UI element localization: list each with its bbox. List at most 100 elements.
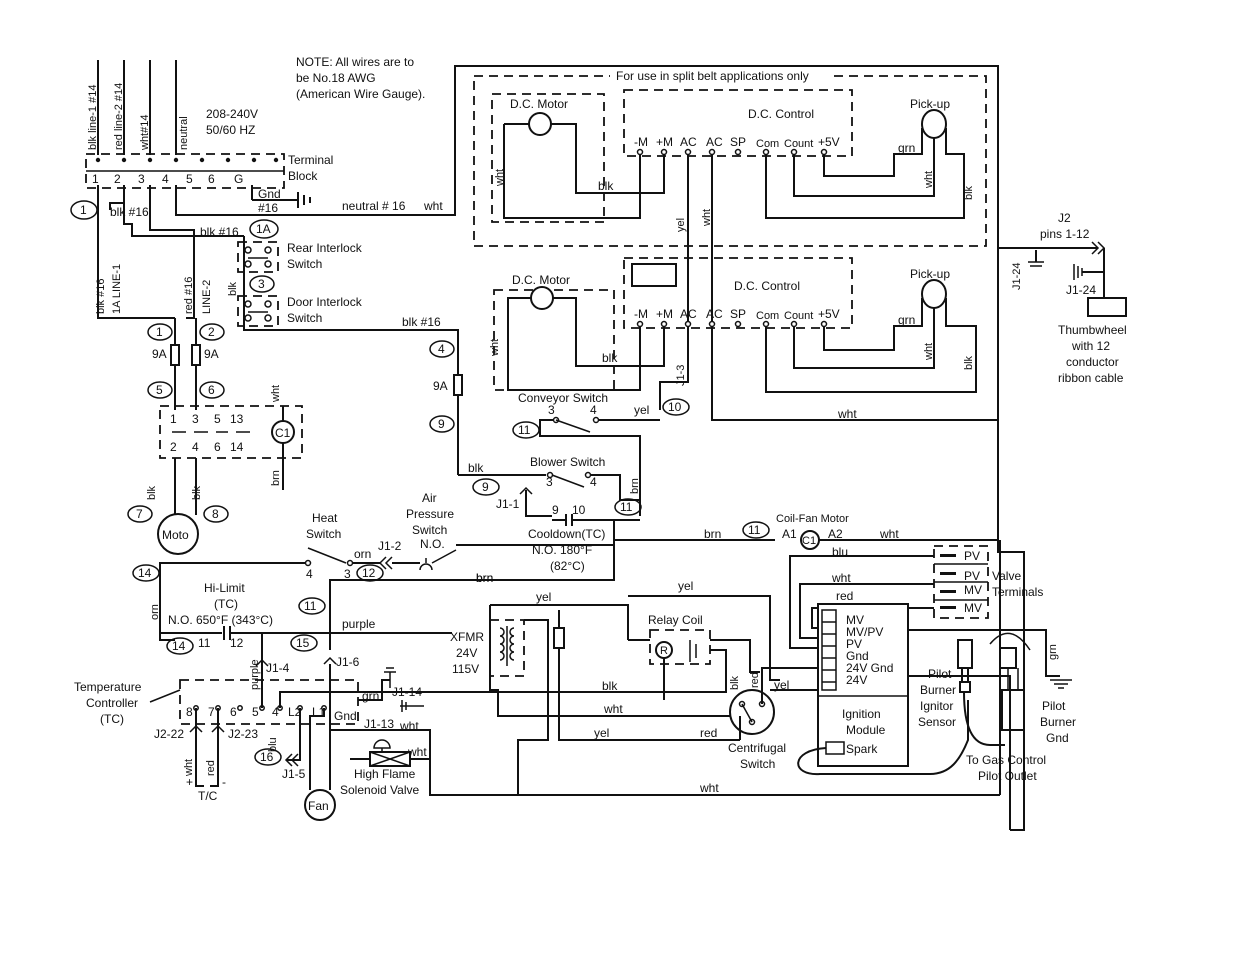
svg-text:16: 16 bbox=[260, 750, 274, 764]
svg-text:6: 6 bbox=[208, 383, 215, 397]
centrifugal-switch: blk red yel Centrifugal Switch bbox=[728, 667, 822, 771]
tc-sensor: T/C bbox=[198, 789, 218, 803]
conveyor-switch: Conveyor Switch 3 4 yel bbox=[518, 391, 660, 500]
wire-wht-tc: wht bbox=[603, 702, 623, 716]
wire-neutral: neutral bbox=[178, 116, 190, 150]
svg-text:AC: AC bbox=[706, 307, 723, 321]
ignition-pins bbox=[822, 621, 836, 683]
circle-label: 1 bbox=[147, 323, 173, 341]
j1-3: J1-3 bbox=[675, 365, 687, 386]
wire-wht14: wht#14 bbox=[139, 115, 151, 151]
circle-label: 2 bbox=[199, 323, 225, 341]
svg-text:2: 2 bbox=[208, 325, 215, 339]
split-wire-wht2: wht bbox=[923, 171, 935, 189]
tb-term-1: 1 bbox=[92, 172, 99, 186]
note-line3: (American Wire Gauge). bbox=[296, 87, 425, 101]
j2-22: J2-22 bbox=[154, 727, 184, 741]
split-wire-wht3: wht bbox=[701, 209, 713, 227]
wire-grn-tc: grn bbox=[362, 689, 379, 703]
blower-switch: blk Blower Switch 3 4 brn J1-1 9 10 bbox=[458, 455, 641, 526]
j2-23: J2-23 bbox=[228, 727, 258, 741]
wire-line2: LINE-2 bbox=[201, 280, 213, 314]
air-pressure-3: Switch bbox=[412, 523, 447, 537]
svg-text:MV: MV bbox=[964, 583, 982, 597]
svg-text:5: 5 bbox=[252, 705, 259, 719]
tb-term-2: 2 bbox=[114, 172, 121, 186]
wire-yel-centrifugal: yel bbox=[774, 678, 789, 692]
main-terms bbox=[636, 320, 828, 328]
temperature-controller: Temperature Controller (TC) 8 7 6 5 4 L2… bbox=[74, 667, 618, 821]
tb-term-g: G bbox=[234, 172, 243, 186]
wire-brn-blower: brn bbox=[629, 478, 641, 494]
j1-6: J1-6 bbox=[336, 655, 360, 669]
circle-label: 16 bbox=[254, 748, 282, 766]
circle-label: 1A bbox=[249, 219, 279, 239]
wire-wht-valve: wht bbox=[831, 571, 851, 585]
fan-label: Fan bbox=[308, 799, 329, 813]
wire-yel-conveyor: yel bbox=[634, 403, 649, 417]
circle-label: 7 bbox=[127, 505, 153, 523]
circle-label: 4 bbox=[429, 340, 455, 358]
svg-text:4: 4 bbox=[438, 342, 445, 356]
wire-purple: purple bbox=[342, 617, 376, 631]
solenoid-1: High Flame bbox=[354, 767, 416, 781]
tb-label-2: Block bbox=[288, 169, 318, 183]
wire-red-tc-left: red bbox=[205, 760, 217, 776]
circle-label: 11 bbox=[512, 421, 540, 439]
thumbwheel-1: Thumbwheel bbox=[1058, 323, 1127, 337]
wire-line1: 1A LINE-1 bbox=[111, 264, 123, 314]
svg-text:8: 8 bbox=[186, 705, 193, 719]
svg-text:3: 3 bbox=[344, 567, 351, 581]
heat-switch-2: Switch bbox=[306, 527, 341, 541]
split-dc-control: D.C. Control bbox=[748, 107, 814, 121]
svg-text:12: 12 bbox=[362, 566, 376, 580]
thumbwheel-3: conductor bbox=[1066, 355, 1119, 369]
svg-text:PV: PV bbox=[964, 549, 980, 563]
j1-14: J1-14 bbox=[392, 685, 422, 699]
tb-term-4: 4 bbox=[162, 172, 169, 186]
thumbwheel-4: ribbon cable bbox=[1058, 371, 1124, 385]
solenoid-2: Solenoid Valve bbox=[340, 783, 419, 797]
neutral-color: wht bbox=[423, 199, 443, 213]
note-line1: NOTE: All wires are to bbox=[296, 55, 414, 69]
cooldown: Cooldown(TC) N.O. 180°F (82°C) brn Coil-… bbox=[329, 513, 998, 600]
circle-label: 11 bbox=[742, 521, 770, 539]
tb-gnd-wire: #16 bbox=[258, 201, 278, 215]
ignition-module-2: Module bbox=[846, 723, 886, 737]
solenoid-valve: wht High Flame Solenoid Valve wht bbox=[340, 739, 1000, 797]
split-wire-blk: blk bbox=[598, 179, 614, 193]
wire-wht-valve-label: wht bbox=[407, 745, 427, 759]
j2-pins: pins 1-12 bbox=[1040, 227, 1090, 241]
valve-label-2: Terminals bbox=[992, 585, 1043, 599]
svg-text:MV/PV: MV/PV bbox=[846, 625, 883, 639]
split-wire-yel: yel bbox=[675, 218, 687, 232]
svg-text:11: 11 bbox=[748, 523, 761, 537]
svg-text:4: 4 bbox=[272, 705, 279, 719]
circle-label: 1 bbox=[70, 200, 98, 220]
svg-text:Count: Count bbox=[784, 310, 813, 322]
circle-label: 15 bbox=[290, 634, 318, 652]
svg-text:9: 9 bbox=[482, 480, 489, 494]
xfmr-2: 24V bbox=[456, 646, 477, 660]
svg-text:PV: PV bbox=[964, 569, 980, 583]
note: NOTE: All wires are to be No.18 AWG (Ame… bbox=[296, 55, 425, 101]
svg-text:+M: +M bbox=[656, 307, 673, 321]
svg-text:11: 11 bbox=[518, 423, 531, 437]
wire-red-tc: red bbox=[700, 726, 717, 740]
circle-label: 14 bbox=[166, 637, 194, 655]
svg-text:A2: A2 bbox=[828, 527, 843, 541]
svg-text:12: 12 bbox=[230, 636, 244, 650]
terminal-dots bbox=[95, 157, 279, 163]
line-wires: blk #16 blk #16 blk #16 1A LINE-1 red #1… bbox=[95, 185, 244, 319]
heat-switch: Heat Switch 4 3 orn J1-2 Air Pressure Sw… bbox=[159, 491, 614, 641]
door-interlock-switch: Door Interlock Switch blk bbox=[227, 281, 363, 327]
svg-text:Gnd: Gnd bbox=[334, 709, 357, 723]
svg-text:4: 4 bbox=[590, 475, 597, 489]
svg-text:SP: SP bbox=[730, 135, 746, 149]
svg-text:Com: Com bbox=[756, 310, 779, 322]
circle-label: 9 bbox=[429, 415, 455, 433]
wire-red-centrifugal: red bbox=[749, 672, 761, 688]
wire-brn-cooldown: brn bbox=[476, 571, 493, 585]
main-wire-grn: grn bbox=[898, 313, 915, 327]
tc-minus: - bbox=[222, 775, 226, 789]
